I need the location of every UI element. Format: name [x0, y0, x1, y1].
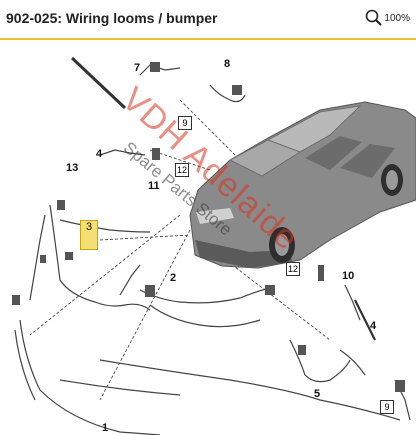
header-bar: 902-025: Wiring looms / bumper 100% — [0, 0, 416, 40]
callout-1[interactable]: 1 — [102, 422, 109, 434]
car-silhouette — [189, 101, 416, 269]
callout-4-right[interactable]: 4 — [370, 320, 377, 332]
magnifier-icon — [366, 9, 383, 26]
zoom-control[interactable]: 100% — [365, 9, 410, 27]
callout-4-left[interactable]: 4 — [96, 148, 103, 160]
page-title: 902-025: Wiring looms / bumper — [6, 10, 218, 26]
callout-8[interactable]: 8 — [224, 58, 231, 70]
callout-3[interactable]: 3 — [80, 220, 98, 250]
callout-2[interactable]: 2 — [170, 272, 177, 284]
callout-10[interactable]: 10 — [342, 270, 355, 282]
callout-13[interactable]: 13 — [66, 162, 79, 174]
callout-12-right[interactable]: 12 — [286, 262, 300, 276]
callout-5[interactable]: 5 — [314, 388, 321, 400]
callout-12-top[interactable]: 12 — [175, 163, 189, 177]
callout-7[interactable]: 7 — [134, 62, 141, 74]
diagram-drawing — [12, 56, 416, 435]
callout-9-bottom[interactable]: 9 — [380, 400, 394, 414]
zoom-level: 100% — [384, 12, 410, 24]
callout-9-top[interactable]: 9 — [178, 116, 192, 130]
callout-11[interactable]: 11 — [148, 180, 160, 192]
parts-diagram: VDH Adelaide Spare Parts Store 7 8 9 4 1… — [0, 40, 416, 435]
